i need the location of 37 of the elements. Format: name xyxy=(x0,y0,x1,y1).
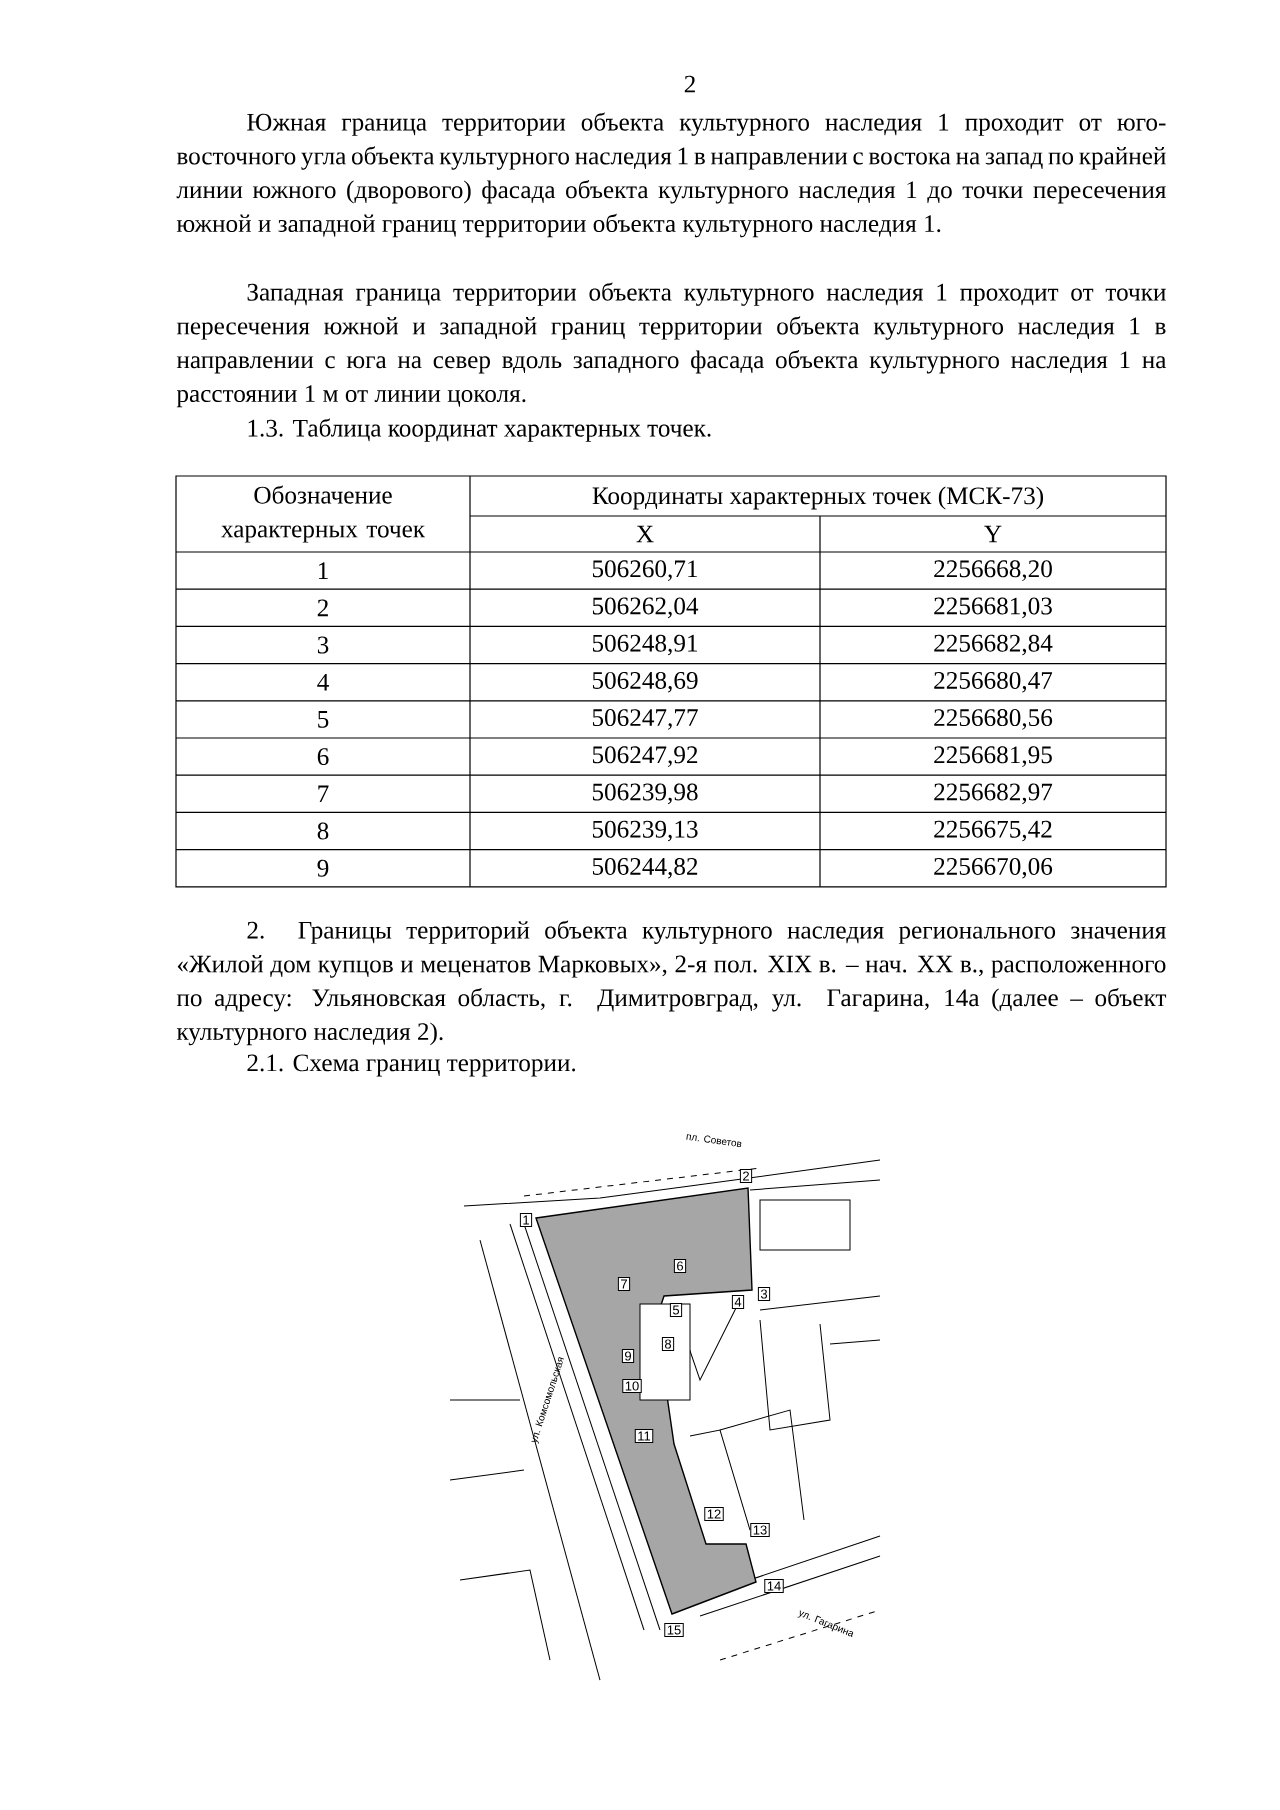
table-cell: 2256682,97 xyxy=(934,783,1053,805)
table-cell: 2256680,47 xyxy=(934,671,1053,693)
page-number: 2 xyxy=(684,75,695,93)
paragraph: Западная граница территории объекта культурного наследия 1 проходит от точки пересечения южной и западной границ территории объекта культурного наследия 1 в направлении с юга на север вдоль западного фасада объекта культурного наследия 1 на расстоянии 1 м от линии цоколя. xyxy=(176,282,1167,408)
table-cell: 1 xyxy=(318,562,328,579)
table-cell: 506248,91 xyxy=(592,634,698,656)
table-cell: 506260,71 xyxy=(592,560,698,581)
table-cell: 4 xyxy=(317,673,329,691)
table-cell: 8 xyxy=(317,822,329,840)
table-cell: 7 xyxy=(318,785,329,803)
table-cell: 9 xyxy=(317,859,329,877)
table-cell: 506248,69 xyxy=(592,671,698,693)
table-cell: 2 xyxy=(317,599,328,617)
table-cell: 2256668,20 xyxy=(934,560,1052,581)
table-cell: 506239,13 xyxy=(592,820,698,842)
paragraph: Южная граница территории объекта культурного наследия 1 проходит от юго-восточного угла объекта культурного наследия 1 в направлении с востока на запад по крайней линии южного (дворового) фасада объекта культурного наследия 1 до точки пересечения южной и западной границ территории объекта культурного наследия 1. xyxy=(176,112,1166,238)
table-cell: 5 xyxy=(318,711,329,728)
section-heading: 1.3. Таблица координат характерных точек. xyxy=(248,418,711,442)
table-cell: X xyxy=(636,525,654,543)
table-cell: Обозначение характерных точек xyxy=(221,485,426,543)
table-cell: 3 xyxy=(317,636,329,654)
table-cell: Y xyxy=(984,525,1002,543)
table-cell: 2256681,95 xyxy=(934,746,1052,767)
table-cell: 506262,04 xyxy=(592,597,699,619)
table-cell: 506244,82 xyxy=(592,857,698,879)
table-cell: 2256681,03 xyxy=(934,597,1052,619)
table-cell: Координаты характерных точек (МСК-73) xyxy=(592,486,1044,510)
table-cell: 2256675,42 xyxy=(934,820,1052,842)
table-cell: 6 xyxy=(317,748,329,766)
paragraph: 2. Границы территорий объекта культурного наследия регионального значения «Жилой дом купцов и меценатов Марковых», 2-я пол. XIX в. – нач. XX в., расположенного по адресу: Ульяновская область, г. Димитровград, ул. Гагарина, 14а (далее – объект культурного наследия 2). xyxy=(176,920,1167,1046)
table-cell: 506247,92 xyxy=(592,746,698,767)
section-heading: 2.1. Схема границ территории. xyxy=(247,1054,576,1077)
table-cell: 506239,98 xyxy=(592,783,698,805)
table-cell: 2256682,84 xyxy=(934,634,1053,656)
table-cell: 2256680,56 xyxy=(934,709,1053,730)
table-cell: 2256670,06 xyxy=(934,857,1053,879)
table-cell: 506247,77 xyxy=(592,709,698,730)
